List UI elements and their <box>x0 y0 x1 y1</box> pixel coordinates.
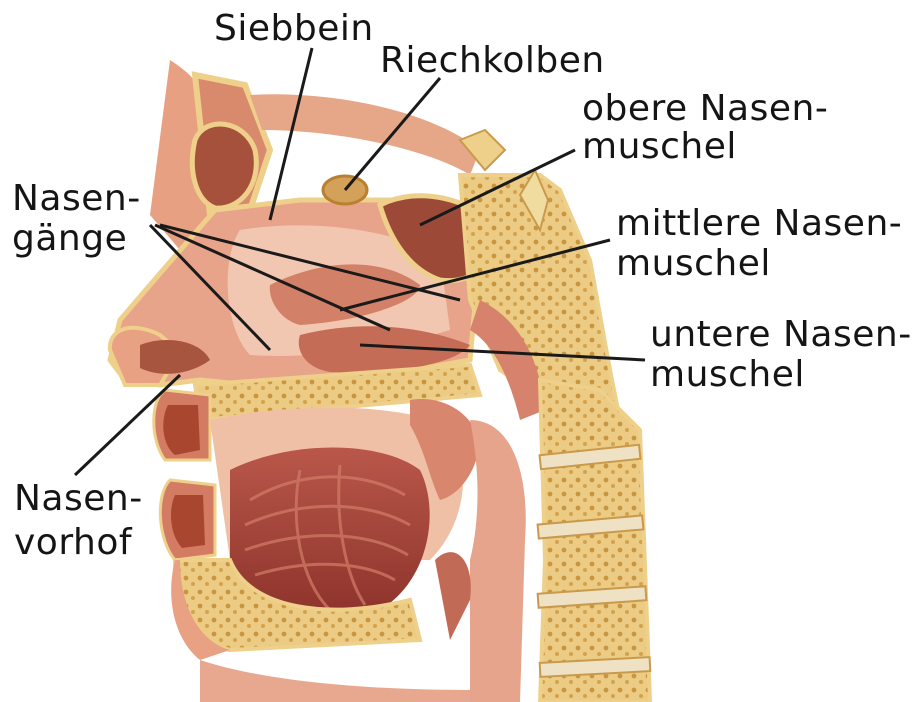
tongue <box>230 448 430 615</box>
label-mittlere-line1: mittlere Nasen- <box>616 205 902 243</box>
label-mittlere-line2: muschel <box>616 245 771 283</box>
cervical-spine <box>540 380 650 702</box>
label-vorhof-line2: vorhof <box>14 524 132 562</box>
label-untere-line1: untere Nasen- <box>650 316 912 354</box>
label-vorhof-line1: Nasen- <box>14 480 143 518</box>
pharynx <box>470 420 526 702</box>
epiglottis <box>435 552 471 640</box>
neck-skin <box>200 660 470 702</box>
upper-lip-inner <box>163 405 200 455</box>
label-obere-line1: obere Nasen- <box>582 90 828 128</box>
label-nasengaenge-line1: Nasen- <box>12 180 141 218</box>
label-untere-line2: muschel <box>650 356 805 394</box>
label-siebbein: Siebbein <box>214 10 374 48</box>
leader-siebbein <box>270 48 312 220</box>
label-obere-line2: muschel <box>582 128 737 166</box>
frontal-sinus <box>192 124 256 208</box>
label-nasengaenge-line2: gänge <box>12 220 127 258</box>
label-riechkolben: Riechkolben <box>380 42 605 80</box>
